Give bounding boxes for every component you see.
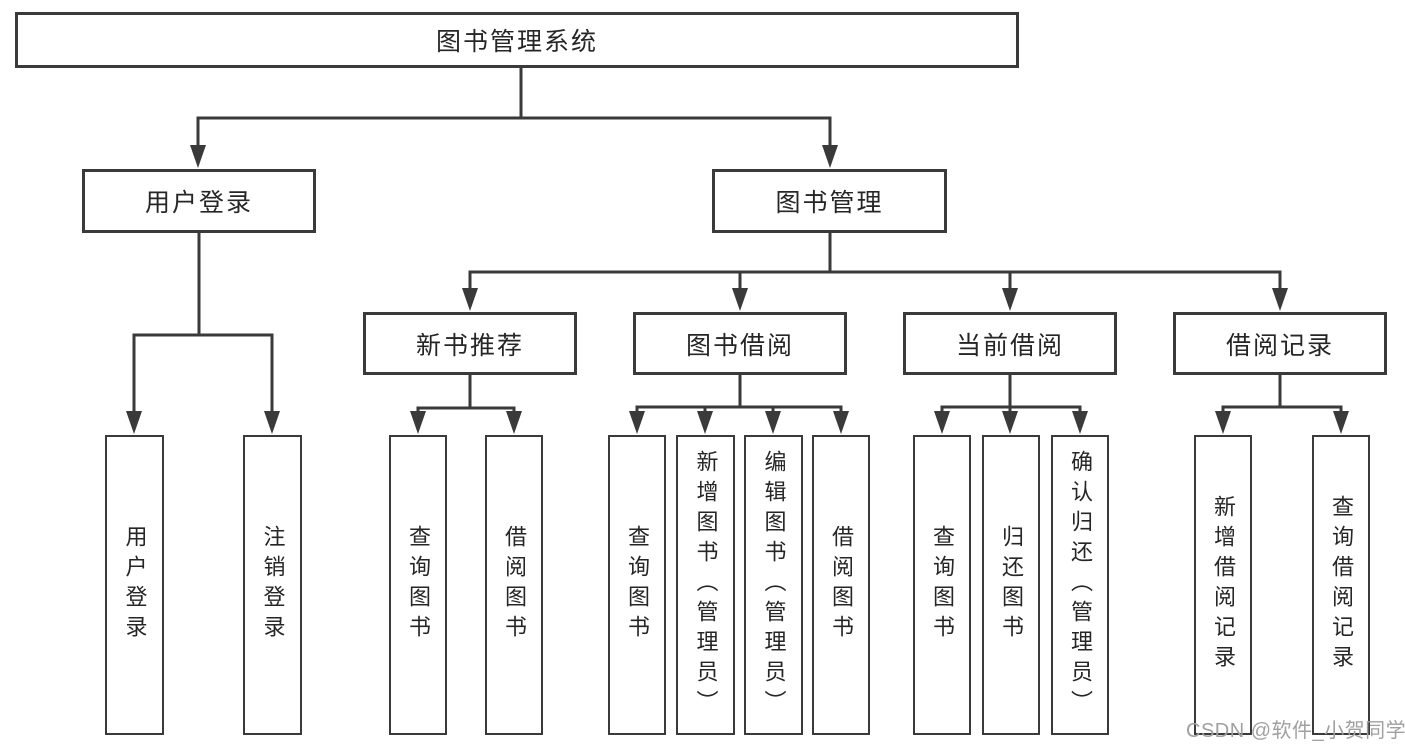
leaf-query-book-a: 查询图书 — [389, 435, 447, 735]
node-current-borrow: 当前借阅 — [903, 312, 1117, 375]
leaf-return-book: 归还图书 — [982, 435, 1040, 735]
node-new-book-rec: 新书推荐 — [363, 312, 577, 375]
connector-borrow-record — [1215, 375, 1349, 434]
connector-book-borrow — [629, 375, 849, 434]
leaf-query-book-b: 查询图书 — [608, 435, 666, 735]
leaf-query-book-c: 查询图书 — [913, 435, 971, 735]
node-root: 图书管理系统 — [15, 12, 1019, 68]
leaf-add-borrow-record: 新增借阅记录 — [1194, 435, 1252, 735]
connector-current-borrow — [934, 375, 1088, 434]
leaf-query-borrow-record: 查询借阅记录 — [1312, 435, 1370, 735]
leaf-add-book-admin: 新增图书（管理员） — [676, 435, 735, 735]
connector-root — [190, 68, 838, 168]
leaf-edit-book-admin: 编辑图书（管理员） — [744, 435, 803, 735]
node-borrow-record: 借阅记录 — [1173, 312, 1387, 375]
watermark: CSDN @软件_小贺同学 — [1186, 720, 1405, 742]
node-book-borrow: 图书借阅 — [633, 312, 847, 375]
leaf-borrow-book-a: 借阅图书 — [485, 435, 543, 735]
leaf-user-login: 用户登录 — [105, 435, 164, 735]
connector-user-login — [126, 233, 280, 434]
node-user-login: 用户登录 — [82, 169, 316, 233]
node-book-mgmt: 图书管理 — [712, 169, 947, 233]
leaf-confirm-return-admin: 确认归还（管理员） — [1051, 435, 1109, 735]
leaf-logout: 注销登录 — [243, 435, 302, 735]
leaf-borrow-book-b: 借阅图书 — [812, 435, 870, 735]
connector-new-book-rec — [410, 375, 522, 434]
connector-book-mgmt — [462, 233, 1288, 311]
